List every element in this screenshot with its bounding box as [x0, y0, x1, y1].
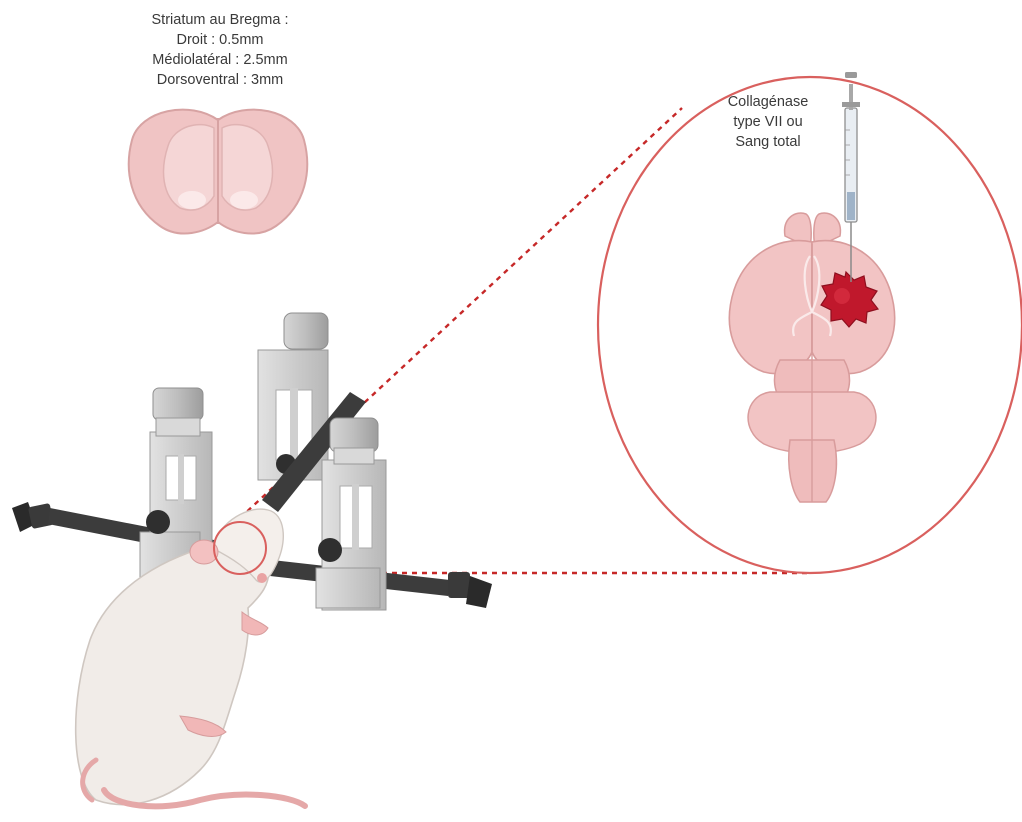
- striatum-coordinates-label: Striatum au Bregma : Droit : 0.5mm Médio…: [120, 10, 320, 90]
- rat-illustration: [76, 509, 305, 806]
- coordinate-dorsoventral: Dorsoventral : 3mm: [120, 70, 320, 90]
- coordinate-anteroposterior: Droit : 0.5mm: [120, 30, 320, 50]
- coronal-brain-section: [129, 110, 307, 234]
- injection-label: Collagénase type VII ou Sang total: [712, 92, 824, 152]
- injection-line-1: Collagénase: [712, 92, 824, 112]
- injection-line-3: Sang total: [712, 132, 824, 152]
- coordinate-mediolateral: Médiolatéral : 2.5mm: [120, 50, 320, 70]
- injection-line-2: type VII ou: [712, 112, 824, 132]
- coordinates-title: Striatum au Bregma :: [120, 10, 320, 30]
